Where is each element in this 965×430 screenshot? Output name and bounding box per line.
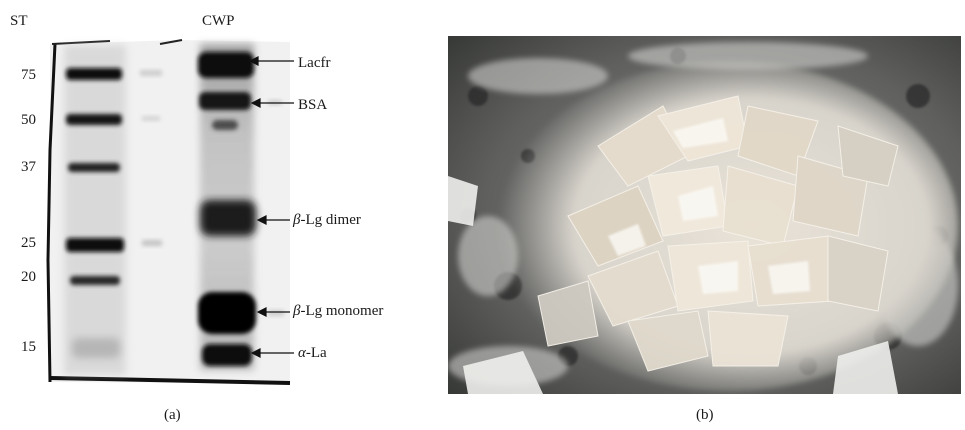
flake-highlights (608, 118, 810, 294)
marker-label: 25 (21, 235, 36, 251)
arrowhead (250, 348, 261, 358)
powder-photo (448, 36, 961, 394)
marker-bands (66, 68, 124, 358)
marker-band-37 (68, 163, 120, 172)
band-label-bsa: BSA (298, 97, 328, 113)
band-lacfr (198, 52, 254, 78)
gel-top-edge-right (159, 39, 183, 45)
caption-a: (a) (164, 407, 181, 423)
marker-label: 75 (21, 67, 36, 83)
standard-lane-smear (64, 45, 126, 375)
band-label-dimer: β-Lg dimer (293, 212, 361, 228)
gel-left-edge (46, 43, 57, 383)
faint-band (142, 240, 162, 246)
marker-label: 15 (21, 339, 36, 355)
band-la (202, 344, 252, 366)
marker-band-15 (72, 338, 120, 358)
arrowhead (256, 215, 267, 225)
foreground-flakes (448, 176, 898, 394)
gel-image (46, 39, 294, 385)
marker-label: 20 (21, 269, 36, 285)
band-monomer (198, 292, 256, 334)
band-minor (212, 120, 238, 130)
marker-label: 37 (21, 159, 36, 175)
faint-band (140, 70, 162, 76)
marker-band-20 (70, 276, 120, 285)
marker-band-50 (66, 114, 122, 125)
gel-top-edge (51, 40, 111, 45)
faint-band (142, 116, 160, 121)
arrowhead (256, 307, 267, 317)
arrows (248, 56, 294, 358)
caption-b: (b) (696, 407, 714, 423)
flakes (537, 95, 899, 372)
arrowhead (250, 98, 261, 108)
marker-band-75 (66, 68, 122, 80)
band-dimer (200, 200, 256, 236)
marker-label: 50 (21, 112, 36, 128)
band-label-monomer: β-Lg monomer (293, 303, 384, 319)
gel-bottom-edge (49, 376, 291, 385)
faint-band (268, 310, 284, 316)
band-bsa (199, 92, 251, 110)
band-label-la: α-La (298, 345, 327, 361)
marker-band-25 (66, 238, 124, 252)
lane-label-sample: CWP (202, 13, 235, 29)
lane-label-standard: ST (10, 13, 28, 29)
band-label-lacfr: Lacfr (298, 55, 331, 71)
arrowhead (248, 56, 259, 66)
sample-bands (198, 52, 256, 366)
